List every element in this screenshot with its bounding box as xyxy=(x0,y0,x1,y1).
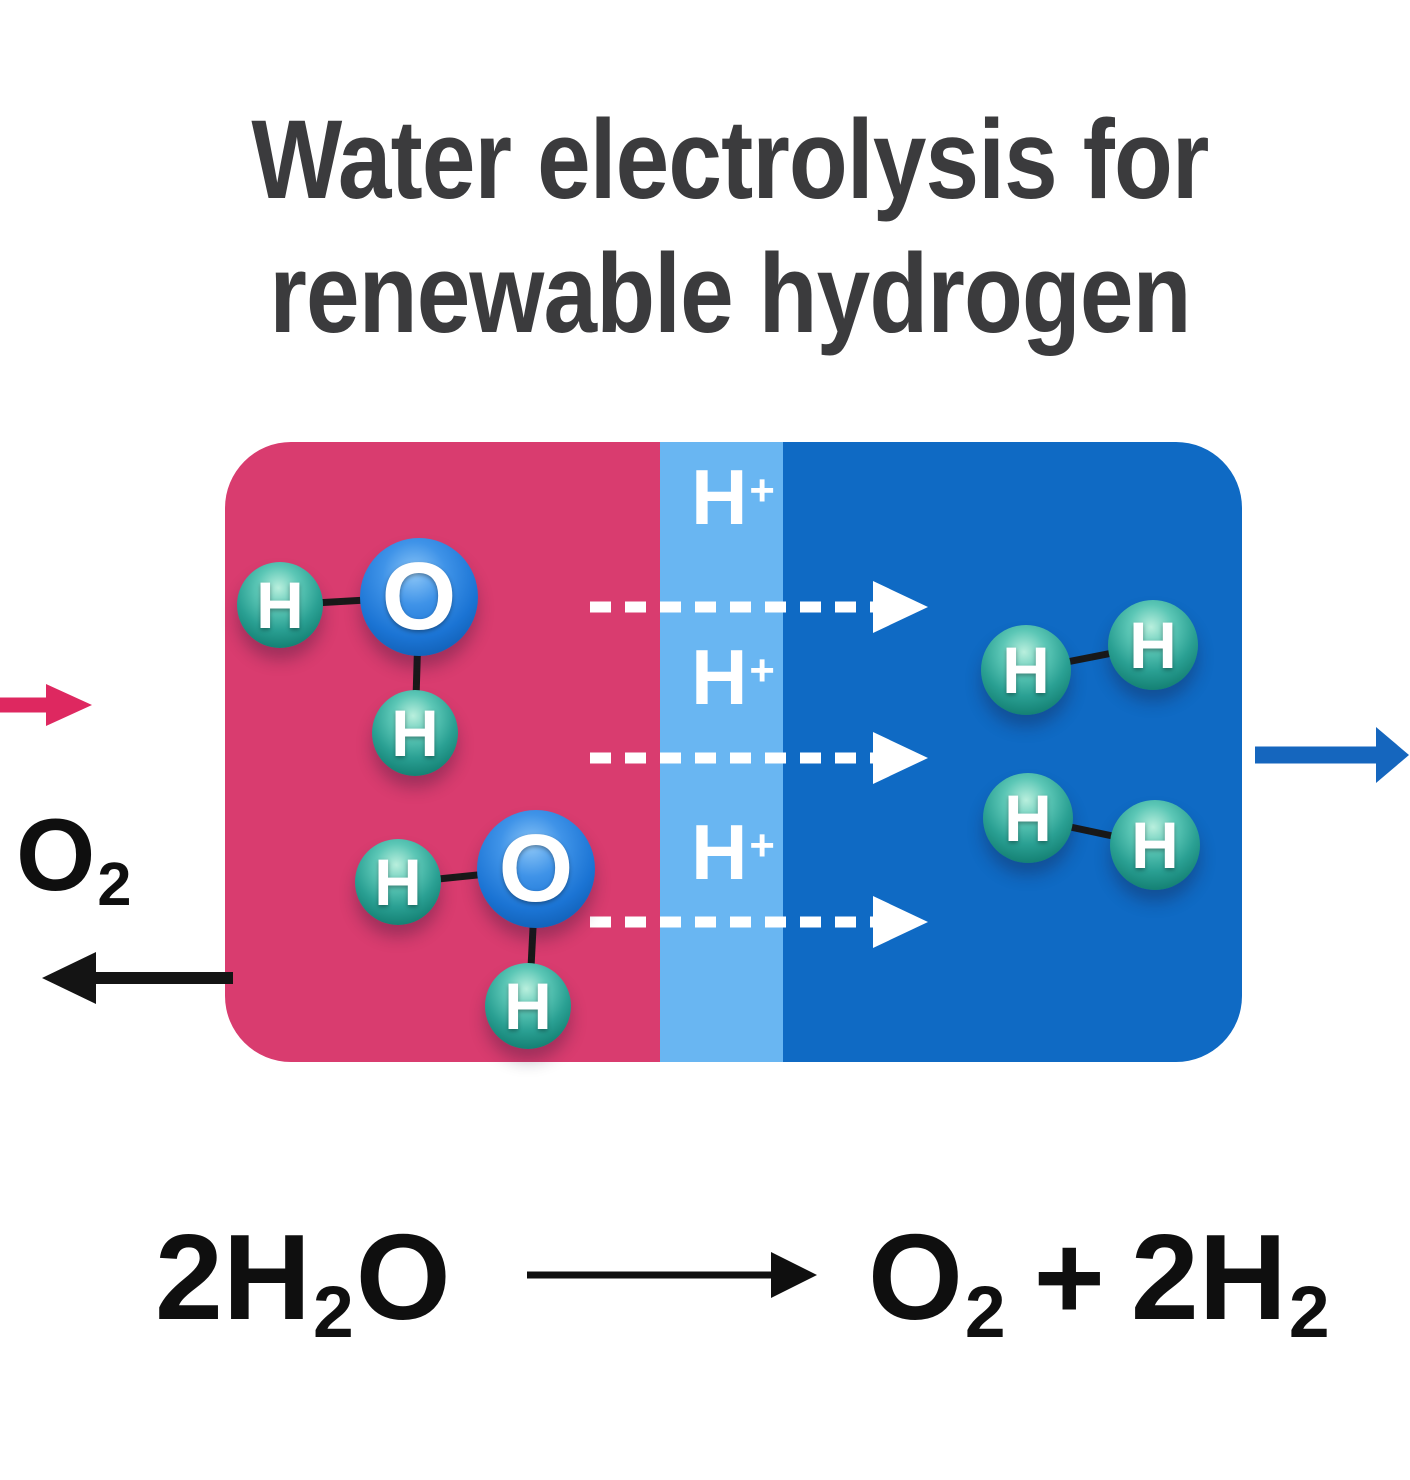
product-oxygen-subscript: 2 xyxy=(964,1270,1006,1353)
proton-symbol: H xyxy=(691,633,748,721)
plus-sign: + xyxy=(1033,1209,1105,1345)
proton-label: H+ xyxy=(663,813,803,891)
product-hydrogen: 2H xyxy=(1130,1209,1287,1345)
proton-label: H+ xyxy=(663,458,803,536)
equation-arrow-head xyxy=(771,1252,817,1298)
bond-line xyxy=(411,593,423,737)
proton-charge: + xyxy=(749,645,775,695)
water-inlet-arrow-head xyxy=(46,684,92,726)
oxygen-outlet-arrow-head xyxy=(42,952,96,1004)
equation-arrow xyxy=(527,1252,817,1298)
water-inlet-arrow xyxy=(0,684,92,726)
reactant-subscript: 2 xyxy=(312,1270,354,1353)
oxygen-gas-subscript: 2 xyxy=(97,849,132,918)
membrane-region xyxy=(660,442,783,1062)
bond-line xyxy=(525,865,540,1011)
bond-line xyxy=(276,593,423,609)
bond-line xyxy=(395,865,540,887)
bond-line xyxy=(1022,641,1157,674)
equation-products: O2+2H2 xyxy=(868,1216,1332,1348)
equation-reactant: 2H2O xyxy=(155,1216,451,1348)
oxygen-gas-label: O2 xyxy=(16,804,131,914)
title-line-2: renewable hydrogen xyxy=(269,231,1191,357)
hydrogen-outlet-arrow xyxy=(1255,727,1409,783)
product-oxygen: O xyxy=(868,1209,963,1345)
oxygen-outlet-arrow xyxy=(42,952,233,1004)
product-hydrogen-subscript: 2 xyxy=(1288,1270,1330,1353)
proton-symbol: H xyxy=(691,808,748,896)
proton-arrow-head xyxy=(873,581,928,633)
title-line-1: Water electrolysis for xyxy=(251,97,1209,222)
bond-line xyxy=(1024,814,1159,849)
proton-label: H+ xyxy=(663,638,803,716)
cathode-region xyxy=(783,442,1242,1062)
proton-charge: + xyxy=(749,820,775,870)
proton-charge: + xyxy=(749,465,775,515)
proton-arrow-head xyxy=(873,732,928,784)
oxygen-gas-symbol: O xyxy=(16,798,96,912)
proton-migration-arrows xyxy=(590,581,928,948)
reactant-tail: O xyxy=(355,1209,451,1345)
electrolysis-cell xyxy=(225,442,1242,1062)
figure-title: Water electrolysis for renewable hydroge… xyxy=(124,93,1337,362)
hydrogen-outlet-arrow-head xyxy=(1376,727,1409,783)
proton-arrow-head xyxy=(873,896,928,948)
proton-symbol: H xyxy=(691,453,748,541)
reactant-coeff: 2H xyxy=(155,1209,311,1345)
